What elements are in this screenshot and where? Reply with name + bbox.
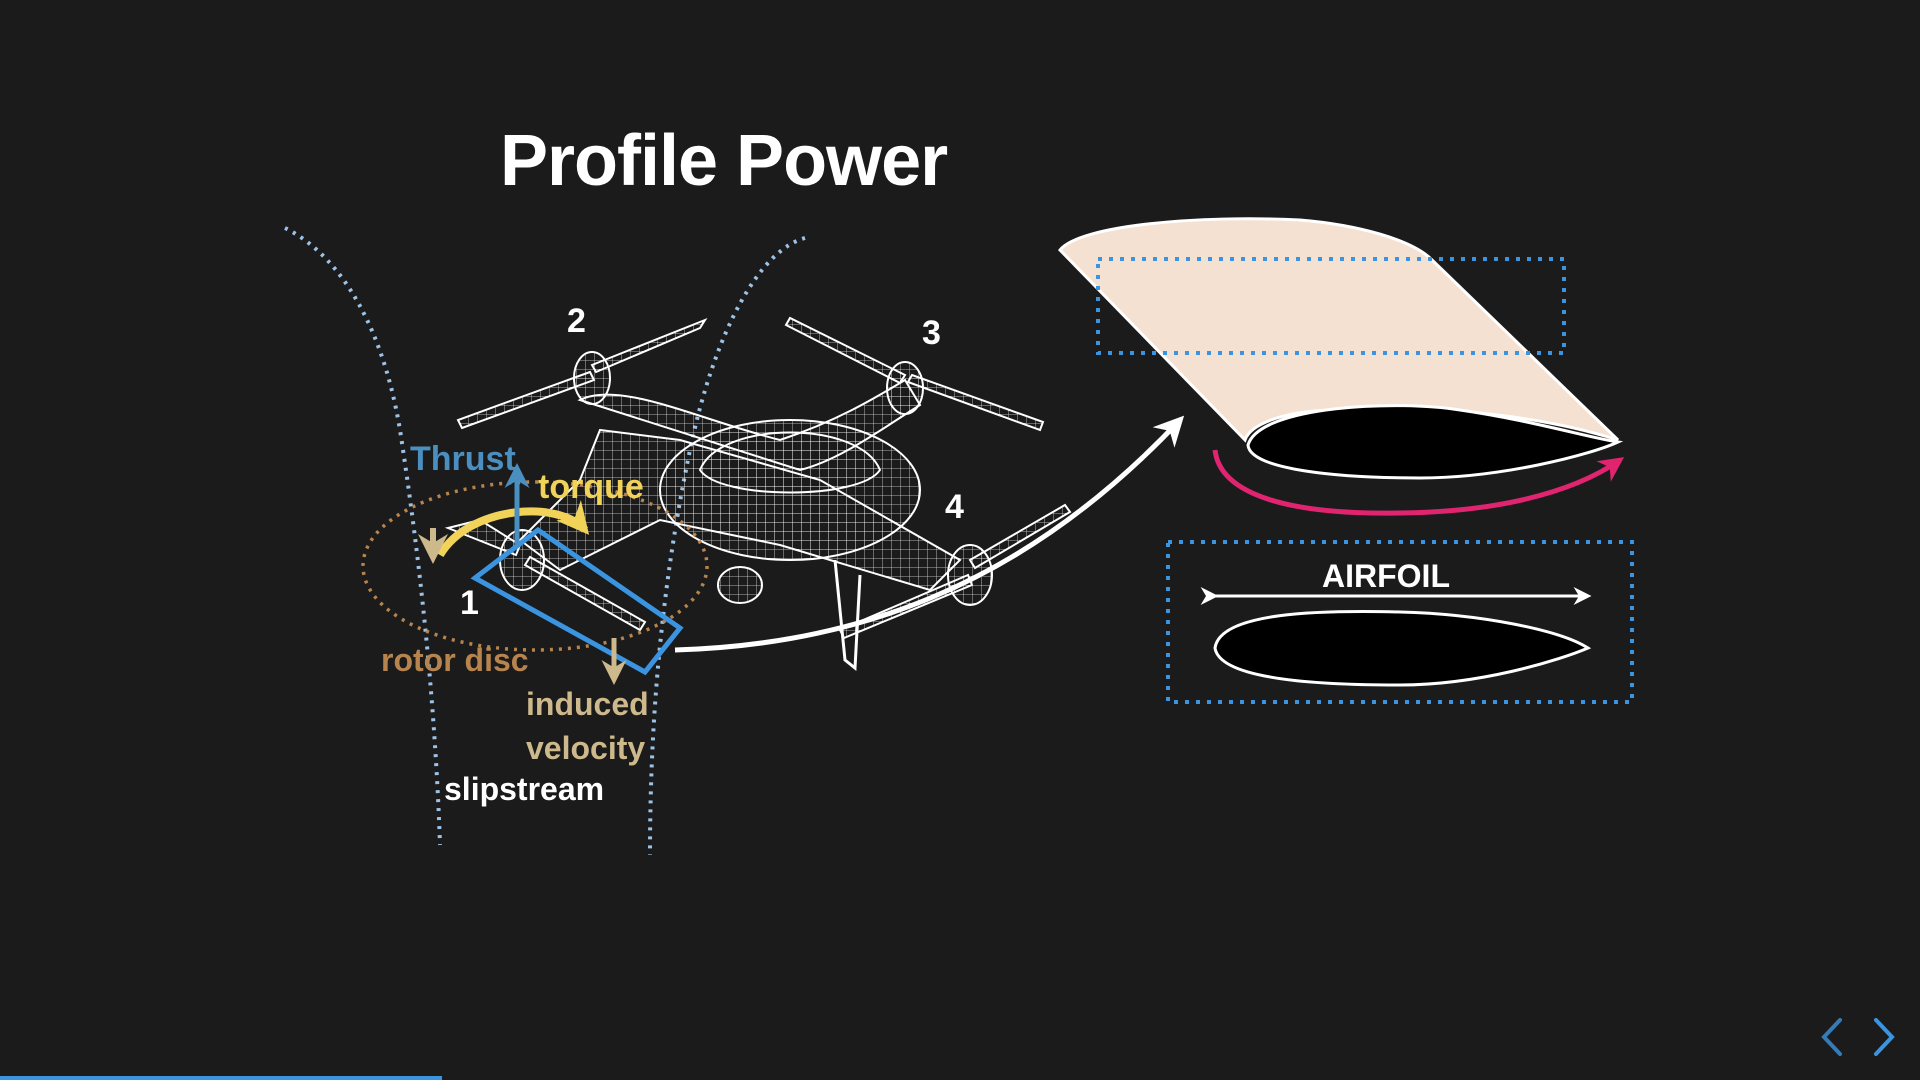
blade-airfoil-section [1246, 404, 1624, 480]
blade-section-highlight [470, 526, 684, 676]
next-slide-button[interactable] [1864, 1012, 1904, 1062]
prev-slide-button[interactable] [1812, 1012, 1852, 1062]
induced-label-line-1: induced [526, 686, 649, 722]
progress-bar-fill [0, 1076, 442, 1080]
zoom-connector-arrow [674, 415, 1185, 653]
thrust-label: Thrust [410, 440, 516, 478]
rotor-number-1: 1 [460, 584, 479, 622]
induced-label-line-2: velocity [526, 730, 646, 766]
rotor-number-3: 3 [922, 314, 941, 352]
progress-bar [0, 1076, 1920, 1080]
airfoil-label: AIRFOIL [1322, 558, 1450, 594]
zoomed-blade [1057, 217, 1620, 443]
rotor-disc-outline [361, 480, 709, 652]
torque-arrow [436, 500, 590, 558]
rotor-number-2: 2 [567, 302, 586, 340]
torque-label: torque [538, 468, 644, 506]
airfoil-dashed-box [1166, 540, 1634, 704]
rotor-number-4: 4 [945, 488, 964, 526]
slipstream-boundary-left [284, 226, 442, 846]
slipstream-label: slipstream [444, 771, 605, 807]
chevron-left-icon [1821, 1018, 1842, 1056]
slide-title: Profile Power [500, 121, 948, 201]
drone-wireframe [444, 316, 1072, 671]
airfoil-shape [1213, 609, 1592, 687]
rotor-disc-label: rotor disc [381, 642, 529, 678]
chevron-right-icon [1874, 1018, 1895, 1056]
induced-velocity-label: induced velocity [526, 682, 649, 770]
blade-upper-dashed-box [1096, 257, 1566, 355]
blade-rotation-arrow [1212, 449, 1625, 516]
